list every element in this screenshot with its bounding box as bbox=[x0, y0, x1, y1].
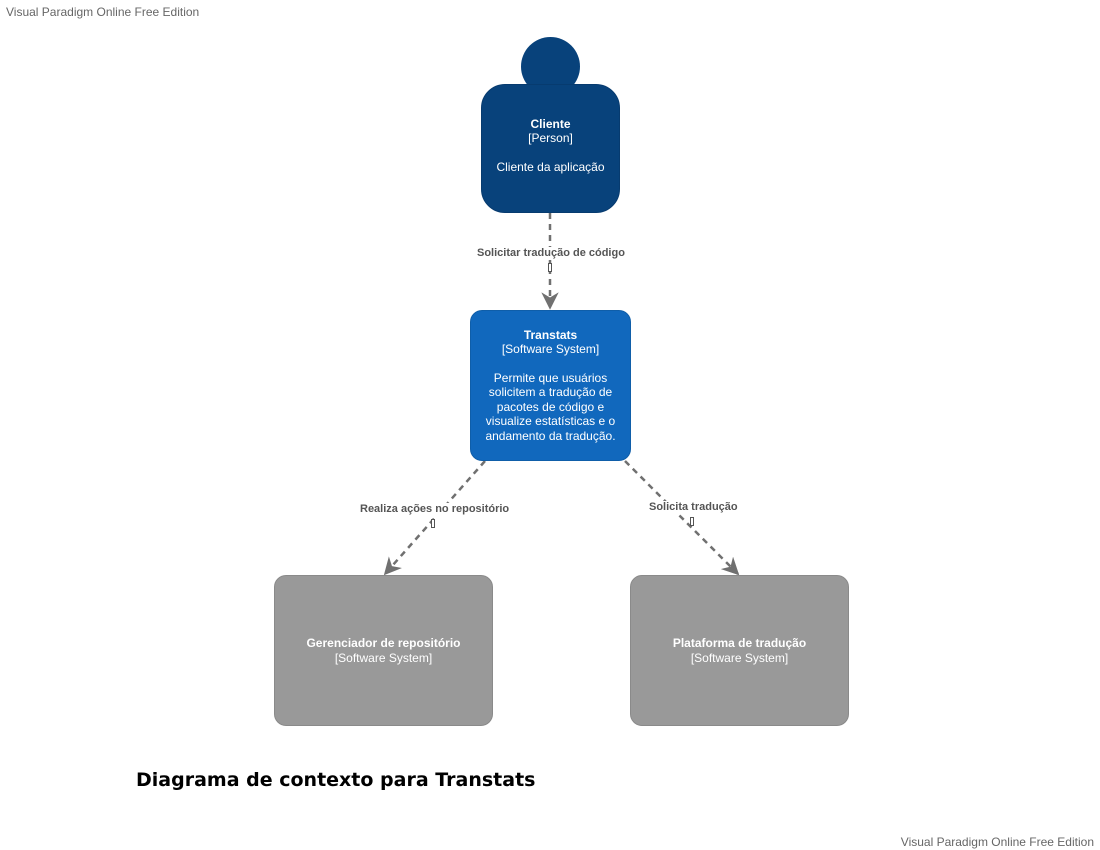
watermark-top: Visual Paradigm Online Free Edition bbox=[6, 5, 200, 19]
edge-tech-marker-icon bbox=[431, 519, 435, 528]
diagram-title: Diagrama de contexto para Transtats bbox=[136, 769, 536, 791]
edge-tech-marker-icon bbox=[548, 263, 552, 272]
node-transtats-type: [Software System] bbox=[501, 342, 600, 357]
node-transtats-description: Permite que usuários solicitem a traduçã… bbox=[485, 370, 616, 443]
edge-tech-marker-icon bbox=[690, 517, 694, 526]
node-gerenciador-title: Gerenciador de repositório bbox=[306, 636, 461, 650]
edge-label-transtats-plataforma: Solicita tradução bbox=[648, 501, 739, 514]
node-cliente[interactable]: Cliente [Person] Cliente da aplicação bbox=[481, 84, 620, 213]
node-transtats[interactable]: Transtats [Software System] Permite que … bbox=[470, 310, 631, 461]
node-cliente-type: [Person] bbox=[528, 131, 573, 146]
edge-transtats-gerenciador[interactable] bbox=[383, 460, 486, 576]
node-cliente-title: Cliente bbox=[530, 116, 571, 131]
node-cliente-description: Cliente da aplicação bbox=[496, 159, 605, 174]
watermark-bottom: Visual Paradigm Online Free Edition bbox=[900, 835, 1094, 849]
node-gerenciador[interactable]: Gerenciador de repositório [Software Sys… bbox=[274, 575, 493, 726]
node-plataforma[interactable]: Plataforma de tradução [Software System] bbox=[630, 575, 849, 726]
node-gerenciador-type: [Software System] bbox=[334, 650, 433, 665]
edge-transtats-plataforma[interactable] bbox=[624, 460, 740, 576]
edge-label-transtats-gerenciador: Realiza ações no repositório bbox=[359, 503, 511, 516]
node-plataforma-title: Plataforma de tradução bbox=[672, 636, 807, 650]
edge-label-cliente-transtats: Solicitar tradução de código bbox=[476, 247, 626, 260]
node-plataforma-type: [Software System] bbox=[690, 650, 789, 665]
node-transtats-title: Transtats bbox=[523, 327, 578, 342]
